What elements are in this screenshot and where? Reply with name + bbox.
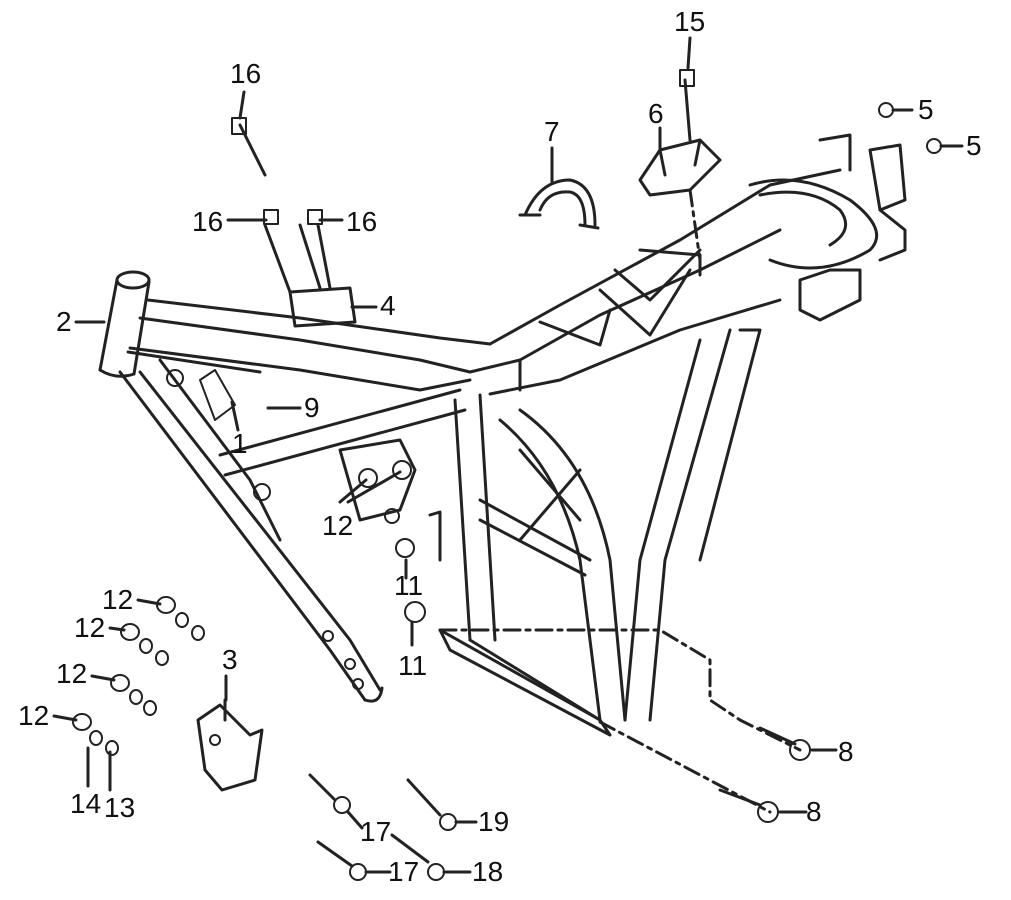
callout-12: 12 [18, 700, 50, 731]
callout-2: 2 [56, 306, 72, 337]
seat-rails [468, 133, 907, 396]
callout-11: 11 [394, 570, 424, 601]
engine-bracket [338, 438, 442, 623]
callout-6: 6 [648, 98, 664, 129]
callout-17: 17 [360, 816, 392, 847]
callout-8: 8 [838, 736, 854, 767]
callout-4: 4 [380, 290, 396, 321]
bolts-16 [231, 117, 323, 225]
cross-member [158, 358, 467, 542]
callout-5: 5 [966, 130, 982, 161]
callout-12: 12 [56, 658, 88, 689]
callout-17: 17 [388, 856, 420, 887]
part3-bracket [196, 698, 264, 792]
callout-9: 9 [304, 392, 320, 423]
callout-5: 5 [918, 94, 934, 125]
callout-19: 19 [478, 806, 510, 837]
callout-1: 1 [232, 428, 248, 459]
callout-16: 16 [346, 206, 378, 237]
callout-15: 15 [674, 6, 706, 37]
callout-8: 8 [806, 796, 822, 827]
dash-line-8a [438, 628, 802, 752]
rear-downtubes [438, 328, 762, 737]
callout-3: 3 [222, 644, 238, 675]
callout-7: 7 [544, 116, 560, 147]
bolts-17-18-19 [308, 773, 457, 881]
callout-12: 12 [74, 612, 106, 643]
head-tube [98, 270, 151, 378]
callout-12: 12 [102, 584, 134, 615]
callout-16: 16 [192, 206, 224, 237]
dash-line-8b [598, 720, 772, 814]
callout-18: 18 [472, 856, 504, 887]
callout-12: 12 [322, 510, 354, 541]
leader-lines [52, 36, 964, 874]
main-top-tubes [126, 298, 492, 392]
washers-stack [72, 596, 205, 756]
callout-14: 14 [70, 788, 102, 819]
callout-13: 13 [104, 792, 136, 823]
callout-16: 16 [230, 58, 262, 89]
callout-11: 11 [398, 650, 428, 681]
part4-plate [263, 223, 357, 328]
front-downtube [118, 370, 384, 703]
part7-clamp [518, 178, 600, 230]
